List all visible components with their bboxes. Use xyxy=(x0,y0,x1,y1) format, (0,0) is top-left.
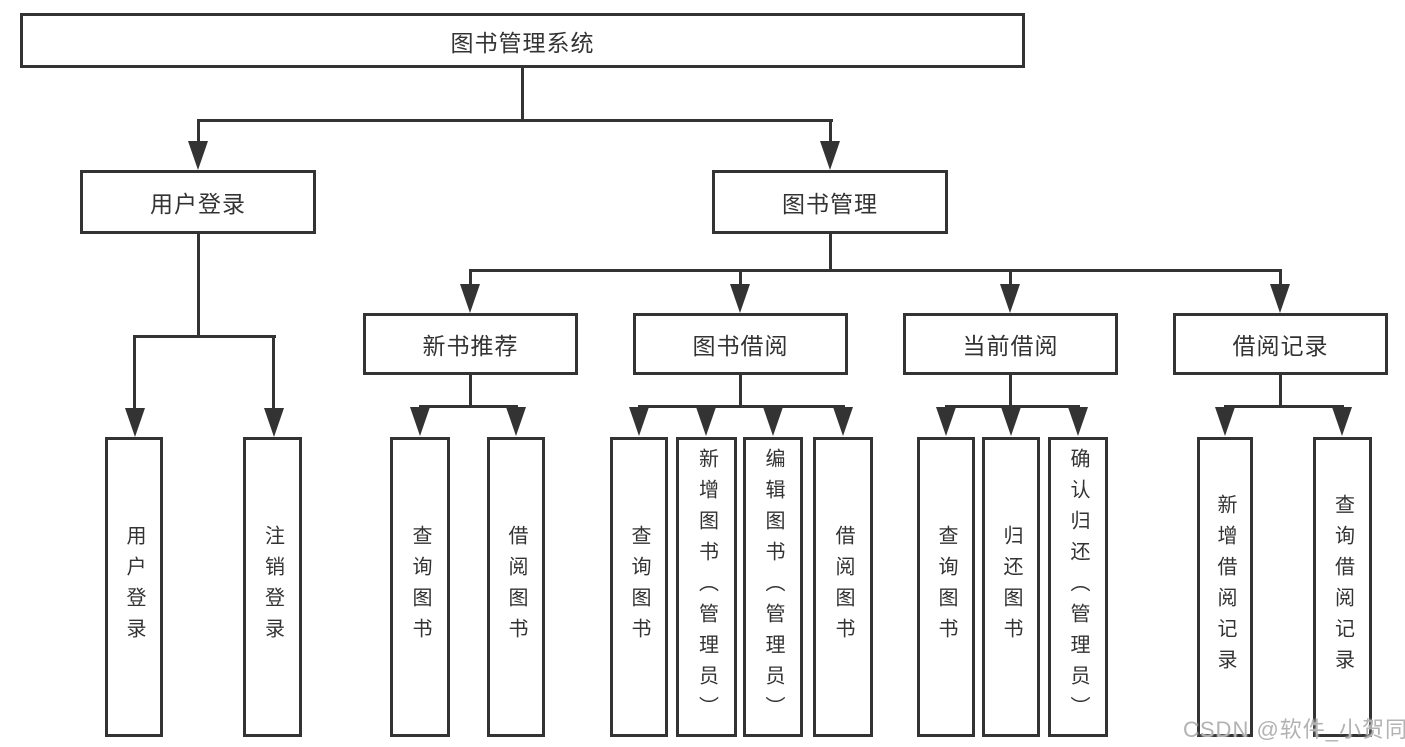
leaf-recommend-borrow-books: 借阅图书 xyxy=(487,437,545,737)
arrow-down-icon xyxy=(506,407,526,436)
arrow-down-icon xyxy=(629,407,649,436)
connector-line xyxy=(133,335,276,338)
arrow-down-icon xyxy=(410,407,430,436)
connector-line xyxy=(469,269,472,287)
csdn-watermark: CSDN @软件_小贺同学 xyxy=(1183,717,1405,742)
connector-line xyxy=(1224,405,1344,408)
leaf-logout: 注销登录 xyxy=(243,437,302,737)
node-new-book-recommend: 新书推荐 xyxy=(363,313,578,375)
connector-line xyxy=(469,269,1282,272)
leaf-borrow-query-books: 查询图书 xyxy=(610,437,668,737)
node-library-management-system: 图书管理系统 xyxy=(20,13,1025,68)
arrow-down-icon xyxy=(188,141,208,170)
connector-line xyxy=(197,119,833,122)
connector-line xyxy=(1279,375,1282,408)
leaf-recommend-query-books: 查询图书 xyxy=(390,437,450,737)
leaf-edit-book-admin: 编辑图书（管理员） xyxy=(743,437,803,737)
arrow-down-icon xyxy=(696,407,716,436)
arrow-down-icon xyxy=(125,408,145,437)
arrow-down-icon xyxy=(1270,284,1290,313)
arrow-down-icon xyxy=(763,407,783,436)
node-book-borrow: 图书借阅 xyxy=(633,313,848,375)
connector-line xyxy=(945,405,1080,408)
arrow-down-icon xyxy=(820,141,840,170)
node-current-borrow: 当前借阅 xyxy=(903,313,1118,375)
connector-line xyxy=(469,375,472,408)
connector-line xyxy=(521,68,524,122)
leaf-borrow-borrow-books: 借阅图书 xyxy=(813,437,873,737)
node-borrow-records: 借阅记录 xyxy=(1173,313,1388,375)
connector-line xyxy=(739,269,742,287)
node-user-login: 用户登录 xyxy=(80,170,316,234)
arrow-down-icon xyxy=(936,407,956,436)
arrow-down-icon xyxy=(264,408,284,437)
connector-line xyxy=(829,234,832,272)
leaf-add-book-admin: 新增图书（管理员） xyxy=(676,437,737,737)
connector-line xyxy=(197,119,200,144)
arrow-down-icon xyxy=(833,407,853,436)
connector-line xyxy=(1009,375,1012,408)
connector-line xyxy=(739,375,742,408)
connector-line xyxy=(638,405,845,408)
arrow-down-icon xyxy=(1068,407,1088,436)
leaf-current-query-books: 查询图书 xyxy=(917,437,975,737)
arrow-down-icon xyxy=(1001,407,1021,436)
leaf-return-book: 归还图书 xyxy=(982,437,1040,737)
connector-line xyxy=(197,234,200,338)
arrow-down-icon xyxy=(460,284,480,313)
connector-line xyxy=(133,335,136,409)
connector-line xyxy=(419,405,518,408)
leaf-user-login: 用户登录 xyxy=(105,437,163,737)
arrow-down-icon xyxy=(730,284,750,313)
connector-line xyxy=(1009,269,1012,287)
arrow-down-icon xyxy=(1215,407,1235,436)
connector-line xyxy=(829,119,832,144)
leaf-add-borrow-record: 新增借阅记录 xyxy=(1197,437,1253,737)
node-book-management: 图书管理 xyxy=(712,170,948,234)
arrow-down-icon xyxy=(1332,407,1352,436)
connector-line xyxy=(1279,269,1282,287)
connector-line xyxy=(272,335,275,409)
arrow-down-icon xyxy=(1000,284,1020,313)
leaf-confirm-return-admin: 确认归还（管理员） xyxy=(1048,437,1108,737)
leaf-query-borrow-record: 查询借阅记录 xyxy=(1313,437,1372,737)
